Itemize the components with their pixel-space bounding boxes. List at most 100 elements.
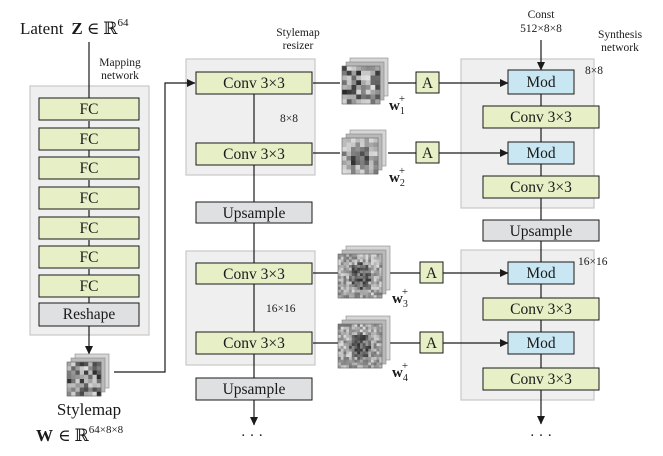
thumbnail-pixel xyxy=(349,281,353,285)
thumbnail-pixel xyxy=(373,362,377,366)
thumbnail-pixel xyxy=(360,156,365,161)
thumbnail-pixel xyxy=(379,273,383,277)
thumbnail-pixel xyxy=(373,348,377,352)
thumbnail-pixel xyxy=(362,348,366,352)
thumbnail-pixel xyxy=(360,259,364,263)
thumbnail-pixel xyxy=(343,329,347,333)
thumbnail-pixel xyxy=(88,370,93,376)
thumbnail-pixel xyxy=(376,265,380,269)
thumbnail-pixel xyxy=(375,89,381,95)
thumbnail-pixel xyxy=(357,273,361,277)
thumbnail-pixel xyxy=(96,366,102,371)
thumbnail-pixel xyxy=(365,80,371,86)
thumbnail-pixel xyxy=(79,370,85,376)
thumbnail-pixel xyxy=(360,142,365,148)
thumbnail-pixel xyxy=(349,267,353,271)
thumbnail-pixel xyxy=(343,278,347,282)
thumbnail-pixel xyxy=(351,343,355,347)
thumbnail-pixel xyxy=(376,362,380,366)
thumbnail-pixel xyxy=(364,169,370,175)
thumbnail-pixel xyxy=(357,292,361,296)
thumbnail-pixel xyxy=(376,329,380,333)
thumbnail-pixel xyxy=(354,365,358,369)
thumbnail-pixel xyxy=(360,332,364,336)
thumbnail-pixel xyxy=(373,142,379,148)
thumbnail-pixel xyxy=(360,326,364,330)
thumbnail-pixel xyxy=(346,351,350,355)
thumbnail-pixel xyxy=(351,66,357,72)
thumbnail-pixel xyxy=(360,284,364,288)
thumbnail-pixel xyxy=(360,362,364,366)
thumbnail-pixel xyxy=(342,80,348,86)
stylemap-title: Stylemap xyxy=(57,400,121,419)
thumbnail-pixel xyxy=(67,370,72,376)
thumbnail-pixel xyxy=(365,267,369,271)
thumbnail-pixel xyxy=(84,383,89,388)
thumbnail-pixel xyxy=(346,66,352,72)
thumbnail-pixel xyxy=(371,365,375,369)
thumbnail-pixel xyxy=(371,256,375,260)
thumbnail-pixel xyxy=(373,259,377,263)
thumbnail-pixel xyxy=(346,289,350,293)
thumbnail-pixel xyxy=(346,348,350,352)
thumbnail-pixel xyxy=(371,278,375,282)
thumbnail-pixel xyxy=(351,156,356,161)
thumbnail-pixel xyxy=(338,289,342,293)
thumbnail-pixel xyxy=(354,346,358,350)
thumbnail-pixel xyxy=(357,354,361,358)
thumbnail-pixel xyxy=(342,85,348,91)
synthesis-mod-4-label: Mod xyxy=(526,335,556,352)
thumbnail-pixel xyxy=(368,262,372,266)
thumbnail-pixel xyxy=(354,343,358,347)
thumbnail-pixel xyxy=(71,370,76,376)
resizer-title: Stylemap xyxy=(276,27,320,39)
fc-block-1-label: FC xyxy=(80,101,99,118)
thumbnail-pixel xyxy=(338,270,342,274)
thumbnail-pixel xyxy=(338,354,342,358)
thumbnail-pixel xyxy=(346,89,352,95)
thumbnail-pixel xyxy=(354,256,358,260)
thumbnail-pixel xyxy=(365,254,369,258)
thumbnail-pixel xyxy=(354,276,358,280)
thumbnail-pixel xyxy=(368,287,372,291)
thumbnail-pixel xyxy=(354,284,358,288)
thumbnail-pixel xyxy=(376,351,380,355)
thumbnail-pixel xyxy=(373,337,377,341)
thumbnail-pixel xyxy=(368,332,372,336)
thumbnail-pixel xyxy=(360,359,364,363)
thumbnail-pixel xyxy=(360,278,364,282)
synthesis-mod-3 xyxy=(507,261,575,285)
thumbnail-pixel xyxy=(376,348,380,352)
synthesis-mod-1 xyxy=(507,69,575,95)
thumbnail-pixel xyxy=(379,295,383,299)
thumbnail-pixel xyxy=(75,374,81,380)
thumbnail-pixel xyxy=(351,99,357,105)
thumbnail-pixel xyxy=(376,346,380,350)
thumbnail-pixel xyxy=(371,270,375,274)
thumbnail-pixel xyxy=(379,262,383,266)
thumbnail-pixel xyxy=(379,357,383,361)
thumbnail-pixel xyxy=(365,359,369,363)
thumbnail-pixel xyxy=(354,324,358,328)
thumbnail-pixel xyxy=(373,324,377,328)
style-label-w4: w4+ xyxy=(392,360,408,384)
thumbnail-pixel xyxy=(342,138,347,143)
thumbnail-pixel xyxy=(368,357,372,361)
thumbnail-pixel xyxy=(340,278,344,282)
thumbnail-pixel xyxy=(360,295,364,299)
thumbnail-pixel xyxy=(346,287,350,291)
thumbnail-pixel xyxy=(365,365,369,369)
thumbnail-pixel xyxy=(360,357,364,361)
stylemap-to-resizer-arrow xyxy=(114,79,196,373)
thumbnail-pixel xyxy=(343,284,347,288)
thumbnail-pixel xyxy=(365,329,369,333)
thumbnail-pixel xyxy=(365,89,371,95)
thumbnail-pixel xyxy=(368,292,372,296)
thumbnail-pixel xyxy=(75,387,81,393)
synthesis-upsample-label: Upsample xyxy=(510,223,573,240)
thumbnail-pixel xyxy=(365,75,371,81)
thumbnail-pixel xyxy=(362,365,366,369)
thumbnail-pixel xyxy=(365,278,369,282)
thumbnail-pixel xyxy=(373,354,377,358)
